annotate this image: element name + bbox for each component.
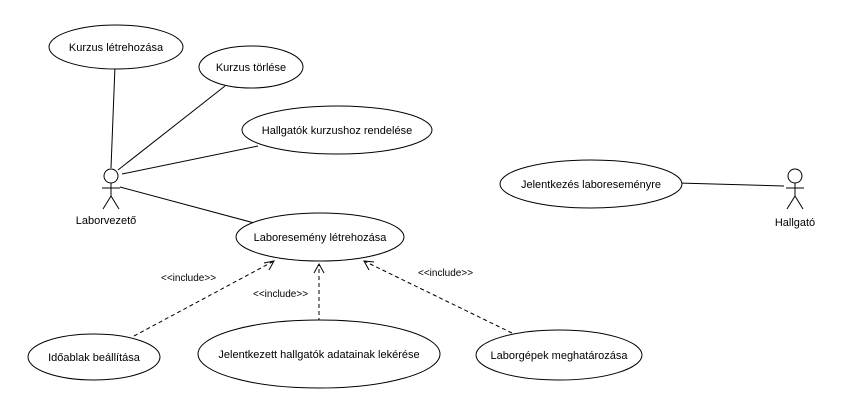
svg-text:Laboresemény létrehozása: Laboresemény létrehozása bbox=[254, 232, 388, 244]
include-relation bbox=[133, 260, 275, 337]
use-case-kurzus-letrehozasa: Kurzus létrehozása bbox=[48, 24, 184, 70]
svg-text:Kurzus törlése: Kurzus törlése bbox=[216, 62, 286, 74]
use-case-jelentkezett-hallgatok-adatainak-lekerese: Jelentkezett hallgatók adatainak lekérés… bbox=[197, 319, 441, 389]
svg-text:Jelentkezett hallgatók adatain: Jelentkezett hallgatók adatainak lekérés… bbox=[218, 349, 419, 361]
use-case-hallgatok-kurzushoz-rendelese: Hallgatók kurzushoz rendelése bbox=[241, 105, 433, 155]
use-case-laborgepek-meghatarozasa: Laborgépek meghatározása bbox=[475, 329, 643, 381]
actor-label: Hallgató bbox=[775, 217, 815, 229]
use-case-kurzus-torlese: Kurzus törlése bbox=[198, 45, 304, 89]
svg-text:Időablak beállítása: Időablak beállítása bbox=[48, 352, 141, 364]
association-line bbox=[677, 182, 785, 187]
include-label: <<include>> bbox=[253, 289, 308, 300]
association-line bbox=[121, 145, 259, 175]
include-relation bbox=[363, 260, 513, 334]
svg-text:Hallgatók kurzushoz rendelése: Hallgatók kurzushoz rendelése bbox=[262, 125, 412, 137]
actor-laborvezeto: Laborvezető bbox=[76, 168, 137, 227]
use-case-jelentkezes-laboresemenyre: Jelentkezés laboreseményre bbox=[499, 159, 683, 209]
include-relation bbox=[313, 262, 325, 322]
association-line bbox=[119, 186, 259, 225]
actor-hallgato: Hallgató bbox=[775, 168, 815, 229]
svg-text:Kurzus létrehozása: Kurzus létrehozása bbox=[69, 42, 164, 54]
use-case-idoablak-beallitasa: Időablak beállítása bbox=[27, 333, 161, 381]
include-label: <<include>> bbox=[418, 268, 473, 279]
include-label: <<include>> bbox=[161, 273, 216, 284]
svg-text:Jelentkezés laboreseményre: Jelentkezés laboreseményre bbox=[521, 179, 661, 191]
association-line bbox=[110, 65, 116, 169]
association-line bbox=[117, 85, 226, 171]
svg-text:Laborgépek meghatározása: Laborgépek meghatározása bbox=[491, 350, 629, 362]
actor-label: Laborvezető bbox=[76, 215, 137, 227]
use-case-laboresemeny-letrehozasa: Laboresemény létrehozása bbox=[235, 212, 405, 262]
